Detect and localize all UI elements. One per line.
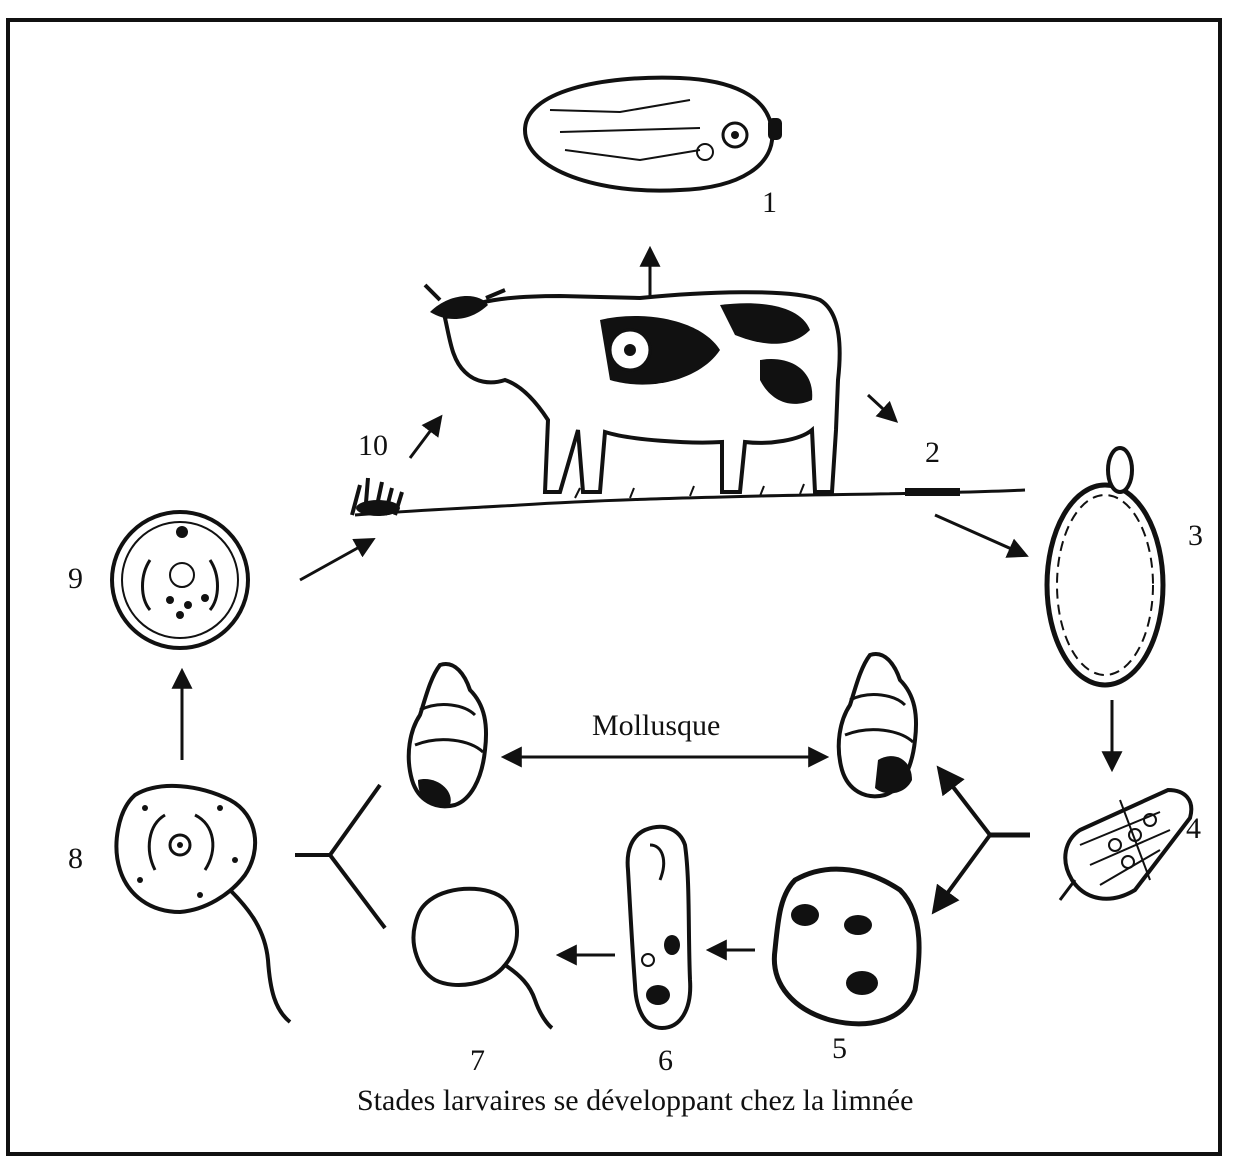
- right-branch-arrows: [935, 770, 1030, 910]
- arrow-egg-to-miracidium: [935, 515, 1025, 555]
- metacercaria-on-grass: [352, 478, 402, 516]
- free-cercaria-illustration: [116, 786, 290, 1022]
- caption: Stades larvaires se développant chez la …: [357, 1084, 913, 1117]
- metacercaria-illustration: [112, 512, 248, 648]
- stage-label-2: 2: [925, 436, 940, 469]
- stage-label-7: 7: [470, 1044, 485, 1077]
- sporocyst-illustration: [774, 869, 919, 1024]
- stage-label-6: 6: [658, 1044, 673, 1077]
- egg-in-dung-mark: [905, 488, 960, 496]
- miracidium-illustration: [1060, 790, 1191, 900]
- cercaria-illustration: [414, 889, 552, 1028]
- stage-label-10: 10: [358, 429, 388, 462]
- right-snail-illustration: [839, 654, 916, 796]
- arrow-grass-to-cow: [410, 418, 440, 458]
- arrow-cow-to-egg: [868, 395, 895, 420]
- stage-label-9: 9: [68, 562, 83, 595]
- adult-fluke-illustration: [525, 78, 782, 191]
- stage-label-3: 3: [1188, 519, 1203, 552]
- arrow-metacercaria-to-grass: [300, 540, 372, 580]
- egg-illustration: [1047, 448, 1163, 685]
- left-branch-arrows: [295, 785, 385, 928]
- redia-illustration: [628, 827, 691, 1028]
- stage-label-1: 1: [762, 186, 777, 219]
- stage-label-4: 4: [1186, 812, 1201, 845]
- mollusc-label: Mollusque: [592, 709, 720, 742]
- stage-label-5: 5: [832, 1032, 847, 1065]
- left-snail-illustration: [409, 664, 486, 806]
- stage-label-8: 8: [68, 842, 83, 875]
- cow-illustration: [425, 285, 840, 498]
